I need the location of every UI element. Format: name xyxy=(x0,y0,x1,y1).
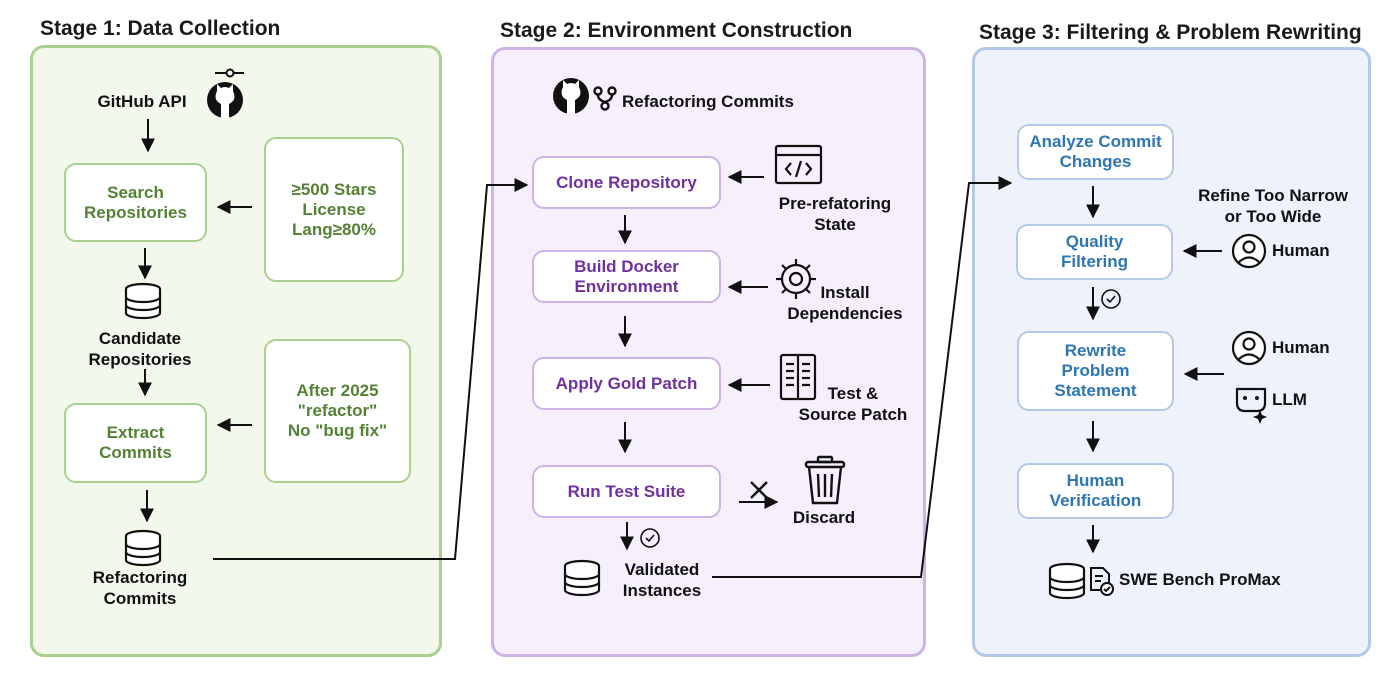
cross-icon xyxy=(750,481,768,499)
clone-repository-box: Clone Repository xyxy=(532,156,721,209)
git-branch-icon xyxy=(593,86,617,111)
candidate-repositories-label: Candidate Repositories xyxy=(88,329,192,369)
human-label-1: Human xyxy=(1272,241,1330,260)
refactoring-commits-label: Refactoring Commits xyxy=(92,568,188,608)
criteria-box: ≥500 Stars License Lang≥80% xyxy=(264,137,404,282)
connector-stage2-to-stage3 xyxy=(712,176,1013,578)
output-label: SWE Bench ProMax xyxy=(1119,570,1281,589)
human-verification-box: Human Verification xyxy=(1017,463,1174,519)
apply-gold-patch-box: Apply Gold Patch xyxy=(532,357,721,410)
stage2-panel xyxy=(491,47,926,657)
robot-icon xyxy=(1235,387,1267,424)
run-test-suite-box: Run Test Suite xyxy=(532,465,721,518)
pre-refactoring-state-label: Pre-refatoring State xyxy=(778,194,892,234)
check-circle-icon-quality xyxy=(1101,289,1121,309)
github-api-label: GitHub API xyxy=(97,92,187,111)
install-dependencies-label: Install Dependencies xyxy=(787,283,903,323)
person-icon-2 xyxy=(1231,330,1267,366)
stage2-header-label: Refactoring Commits xyxy=(622,92,794,111)
github-icon-stage2 xyxy=(553,78,589,114)
quality-filtering-box: Quality Filtering xyxy=(1016,224,1173,280)
refine-note-label: Refine Too Narrow or Too Wide xyxy=(1198,186,1348,226)
stage2-title: Stage 2: Environment Construction xyxy=(500,19,853,42)
connector-stage1-to-stage2 xyxy=(213,178,529,560)
extract-commits-box: Extract Commits xyxy=(64,403,207,483)
stage1-title: Stage 1: Data Collection xyxy=(40,17,281,40)
commit-filter-box: After 2025 "refactor" No "bug fix" xyxy=(264,339,411,483)
github-icon xyxy=(207,68,244,118)
gear-icon xyxy=(776,259,816,299)
test-source-patch-label: Test & Source Patch xyxy=(798,384,908,424)
document-icon xyxy=(779,353,817,401)
llm-label: LLM xyxy=(1272,390,1307,409)
database-icon-commits xyxy=(124,529,162,567)
database-icon-output xyxy=(1048,562,1086,600)
database-icon-candidates xyxy=(124,282,162,320)
analyze-commit-box: Analyze Commit Changes xyxy=(1017,124,1174,180)
code-window-icon xyxy=(774,144,823,185)
human-label-2: Human xyxy=(1272,338,1330,357)
check-circle-icon-run xyxy=(640,528,660,548)
validated-instances-label: Validated Instances xyxy=(622,560,702,600)
person-icon-1 xyxy=(1231,233,1267,269)
database-icon-validated xyxy=(563,559,601,597)
search-repositories-box: Search Repositories xyxy=(64,163,207,242)
trash-icon xyxy=(804,455,846,505)
build-docker-box: Build Docker Environment xyxy=(532,250,721,303)
document-check-icon xyxy=(1090,567,1114,596)
stage3-title: Stage 3: Filtering & Problem Rewriting xyxy=(979,21,1362,44)
discard-label: Discard xyxy=(792,508,856,527)
rewrite-problem-box: Rewrite Problem Statement xyxy=(1017,331,1174,411)
